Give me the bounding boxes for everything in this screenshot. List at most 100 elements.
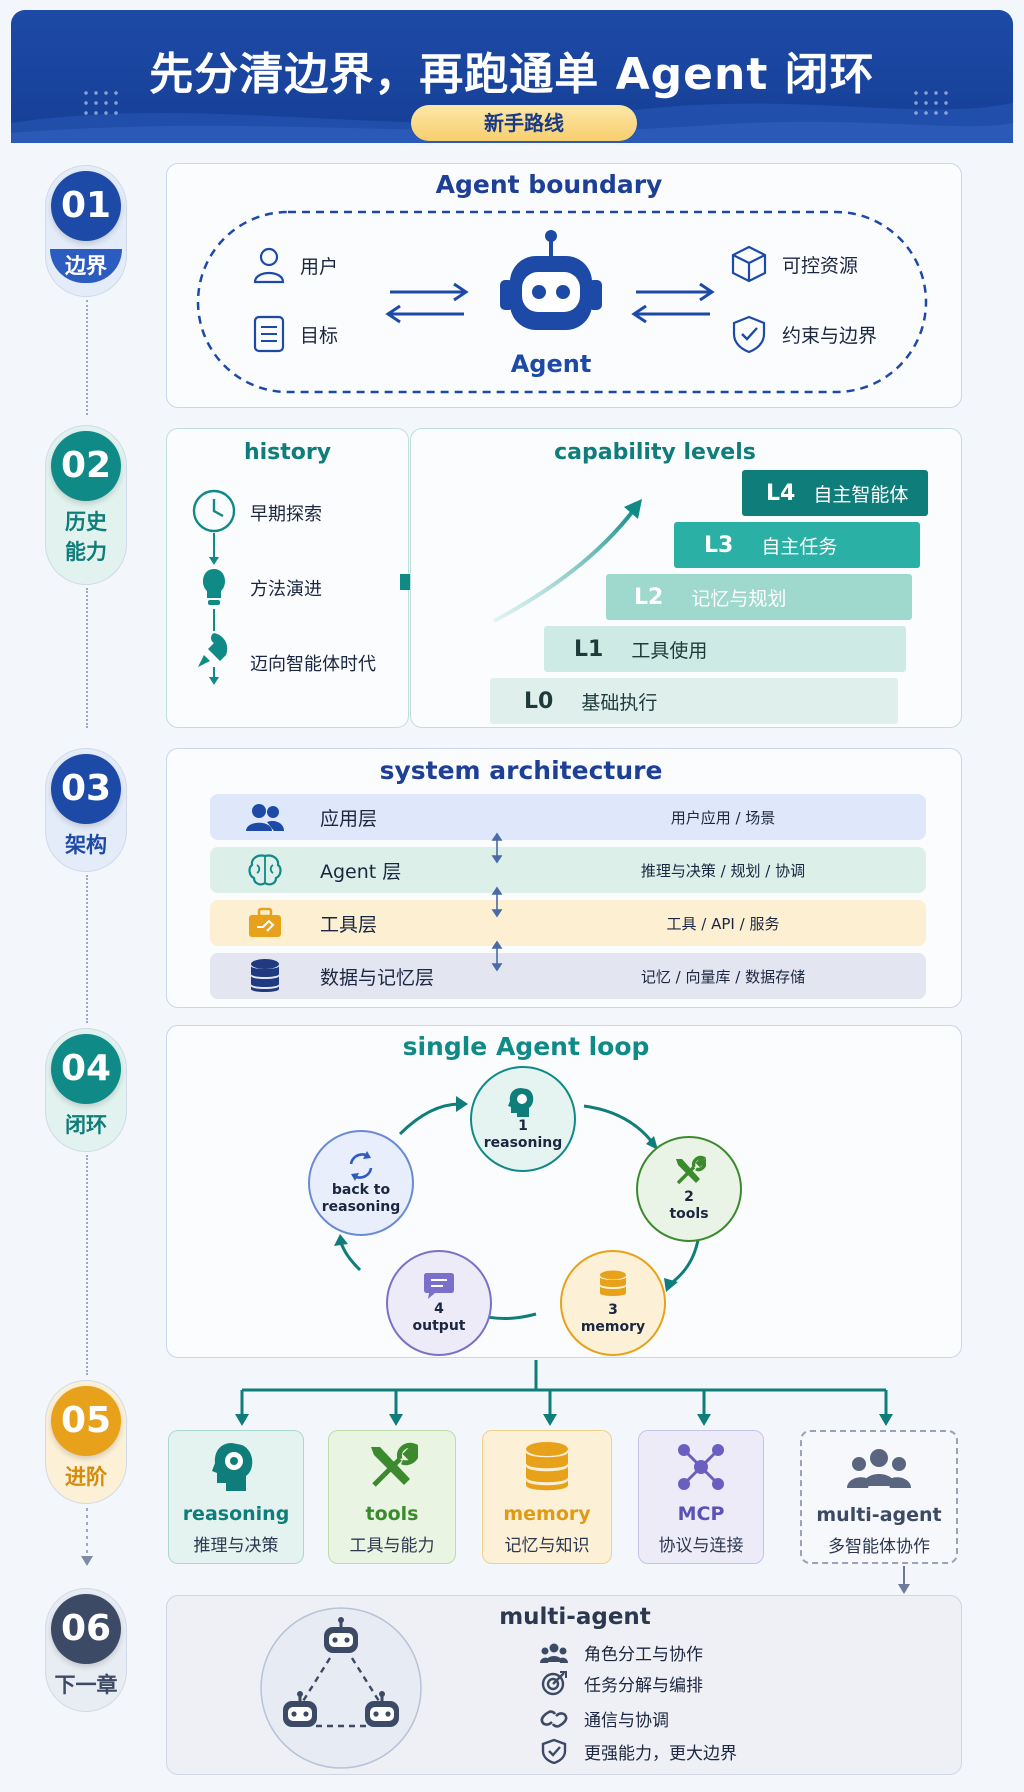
bidirectional-arrow-icon xyxy=(631,282,715,324)
target-icon xyxy=(541,1671,567,1696)
layer-connectors xyxy=(491,832,503,972)
layer-icon xyxy=(210,958,320,994)
agent-label: Agent xyxy=(510,350,592,378)
step-number: 02 xyxy=(51,431,121,501)
step-badge-03: 03 架构 xyxy=(45,748,127,872)
chat-bubble-icon xyxy=(424,1273,454,1299)
node-label: back to xyxy=(331,1182,391,1198)
history-title: history xyxy=(243,440,332,465)
layer-tools: 工具层 工具 / API / 服务 xyxy=(210,900,926,946)
card-reasoning: reasoning 推理与决策 xyxy=(168,1430,304,1564)
node-label: memory xyxy=(580,1319,646,1335)
next-item-label: 通信与协调 xyxy=(584,1711,669,1731)
step-label: 闭环 xyxy=(65,1113,107,1137)
layer-desc: 用户应用 / 场景 xyxy=(670,808,776,827)
history-item-3: 迈向智能体时代 xyxy=(250,654,376,675)
loop-node-tools: 2 tools xyxy=(636,1136,742,1242)
next-item-label: 角色分工与协作 xyxy=(584,1645,703,1665)
level-L3: L3 自主任务 xyxy=(674,522,920,568)
step-connector xyxy=(86,300,88,415)
step-arrow-down xyxy=(81,1508,93,1566)
boundary-user-label: 用户 xyxy=(300,255,339,278)
level-L1: L1 工具使用 xyxy=(544,626,906,672)
step-badge-02: 02 历史 能力 xyxy=(45,425,127,585)
layer-icon xyxy=(210,802,320,832)
layer-name: 应用层 xyxy=(320,807,378,830)
card-multi-agent: multi-agent 多智能体协作 xyxy=(800,1430,958,1564)
boundary-goal: 目标 xyxy=(252,315,338,353)
multi-robot-diagram xyxy=(260,1607,422,1769)
page-title: 先分清边界，再跑通单 Agent 闭环 xyxy=(149,49,875,100)
step-label: 架构 xyxy=(65,833,107,857)
node-number: 4 xyxy=(434,1301,444,1317)
next-item-1: 角色分工与协作 xyxy=(540,1640,703,1665)
step-number: 04 xyxy=(51,1034,121,1104)
step-label-line: 历史 xyxy=(65,510,107,534)
step-number: 03 xyxy=(51,754,121,824)
card-tools: tools 工具与能力 xyxy=(328,1430,456,1564)
level-L2: L2 记忆与规划 xyxy=(606,574,912,620)
head-brain-icon xyxy=(508,1088,534,1117)
card-subtitle: 多智能体协作 xyxy=(828,1537,930,1557)
layer-desc: 记忆 / 向量库 / 数据存储 xyxy=(640,967,806,986)
next-item-4: 更强能力，更大边界 xyxy=(540,1738,737,1764)
capability-title: capability levels xyxy=(554,440,756,465)
step-badge-04: 04 闭环 xyxy=(45,1028,127,1152)
step-label: 历史 能力 xyxy=(46,507,126,567)
layer-data: 数据与记忆层 记忆 / 向量库 / 数据存储 xyxy=(210,953,926,999)
cube-icon xyxy=(731,245,767,283)
node-label: output xyxy=(412,1318,466,1334)
history-item-2: 方法演进 xyxy=(250,579,322,600)
level-code: L4 xyxy=(766,480,796,506)
layer-agent: Agent 层 推理与决策 / 规划 / 协调 xyxy=(210,847,926,893)
layer-app: 应用层 用户应用 / 场景 xyxy=(210,794,926,840)
layer-icon xyxy=(210,907,320,939)
node-number: 3 xyxy=(608,1302,618,1318)
level-name: 自主任务 xyxy=(761,535,838,558)
database-icon xyxy=(600,1270,626,1296)
link-icon xyxy=(540,1709,568,1728)
step-label: 下一章 xyxy=(54,1673,118,1697)
dots-decoration xyxy=(81,88,121,118)
step-connector xyxy=(86,588,88,728)
history-item-1: 早期探索 xyxy=(250,504,322,525)
boundary-resources-label: 可控资源 xyxy=(782,254,859,277)
step-connector xyxy=(86,1155,88,1375)
step-badge-06: 06 下一章 xyxy=(45,1588,127,1712)
level-code: L1 xyxy=(574,636,604,662)
next-item-2: 任务分解与编排 xyxy=(540,1670,703,1696)
loop-node-reasoning: 1 reasoning xyxy=(470,1066,576,1172)
step-number: 01 xyxy=(51,171,121,241)
level-code: L3 xyxy=(704,532,734,558)
boundary-resources: 可控资源 xyxy=(730,244,858,284)
loop-title: single Agent loop xyxy=(402,1032,650,1061)
step-number: 05 xyxy=(51,1386,121,1456)
layer-name: 工具层 xyxy=(320,913,378,936)
refresh-icon xyxy=(349,1151,373,1181)
boundary-user: 用户 xyxy=(252,246,338,284)
layer-name: 数据与记忆层 xyxy=(320,966,435,989)
toolbox-icon xyxy=(249,907,281,937)
database-icon xyxy=(526,1442,568,1491)
boundary-goal-label: 目标 xyxy=(300,324,339,347)
boundary-constraints-label: 约束与边界 xyxy=(782,324,878,347)
shield-check-icon xyxy=(541,1738,567,1764)
card-title: memory xyxy=(503,1503,591,1525)
document-icon xyxy=(253,315,285,353)
next-item-label: 任务分解与编排 xyxy=(584,1675,703,1696)
level-L4: L4 自主智能体 xyxy=(742,470,928,516)
step-label: 进阶 xyxy=(65,1465,107,1489)
level-name: 自主智能体 xyxy=(813,483,909,506)
header-banner: 先分清边界，再跑通单 Agent 闭环 新手路线 xyxy=(11,10,1013,143)
layer-desc: 推理与决策 / 规划 / 协调 xyxy=(640,861,806,880)
users-icon xyxy=(246,804,284,831)
boundary-title: Agent boundary xyxy=(435,170,663,199)
node-label: tools xyxy=(669,1206,709,1222)
layer-desc: 工具 / API / 服务 xyxy=(666,914,780,933)
layer-name: Agent 层 xyxy=(320,860,402,883)
node-label: reasoning xyxy=(483,1135,563,1151)
card-subtitle: 推理与决策 xyxy=(193,1536,279,1556)
branch-connectors xyxy=(235,1360,893,1426)
boundary-constraints: 约束与边界 xyxy=(730,314,877,354)
bidirectional-arrow-icon xyxy=(385,282,469,324)
